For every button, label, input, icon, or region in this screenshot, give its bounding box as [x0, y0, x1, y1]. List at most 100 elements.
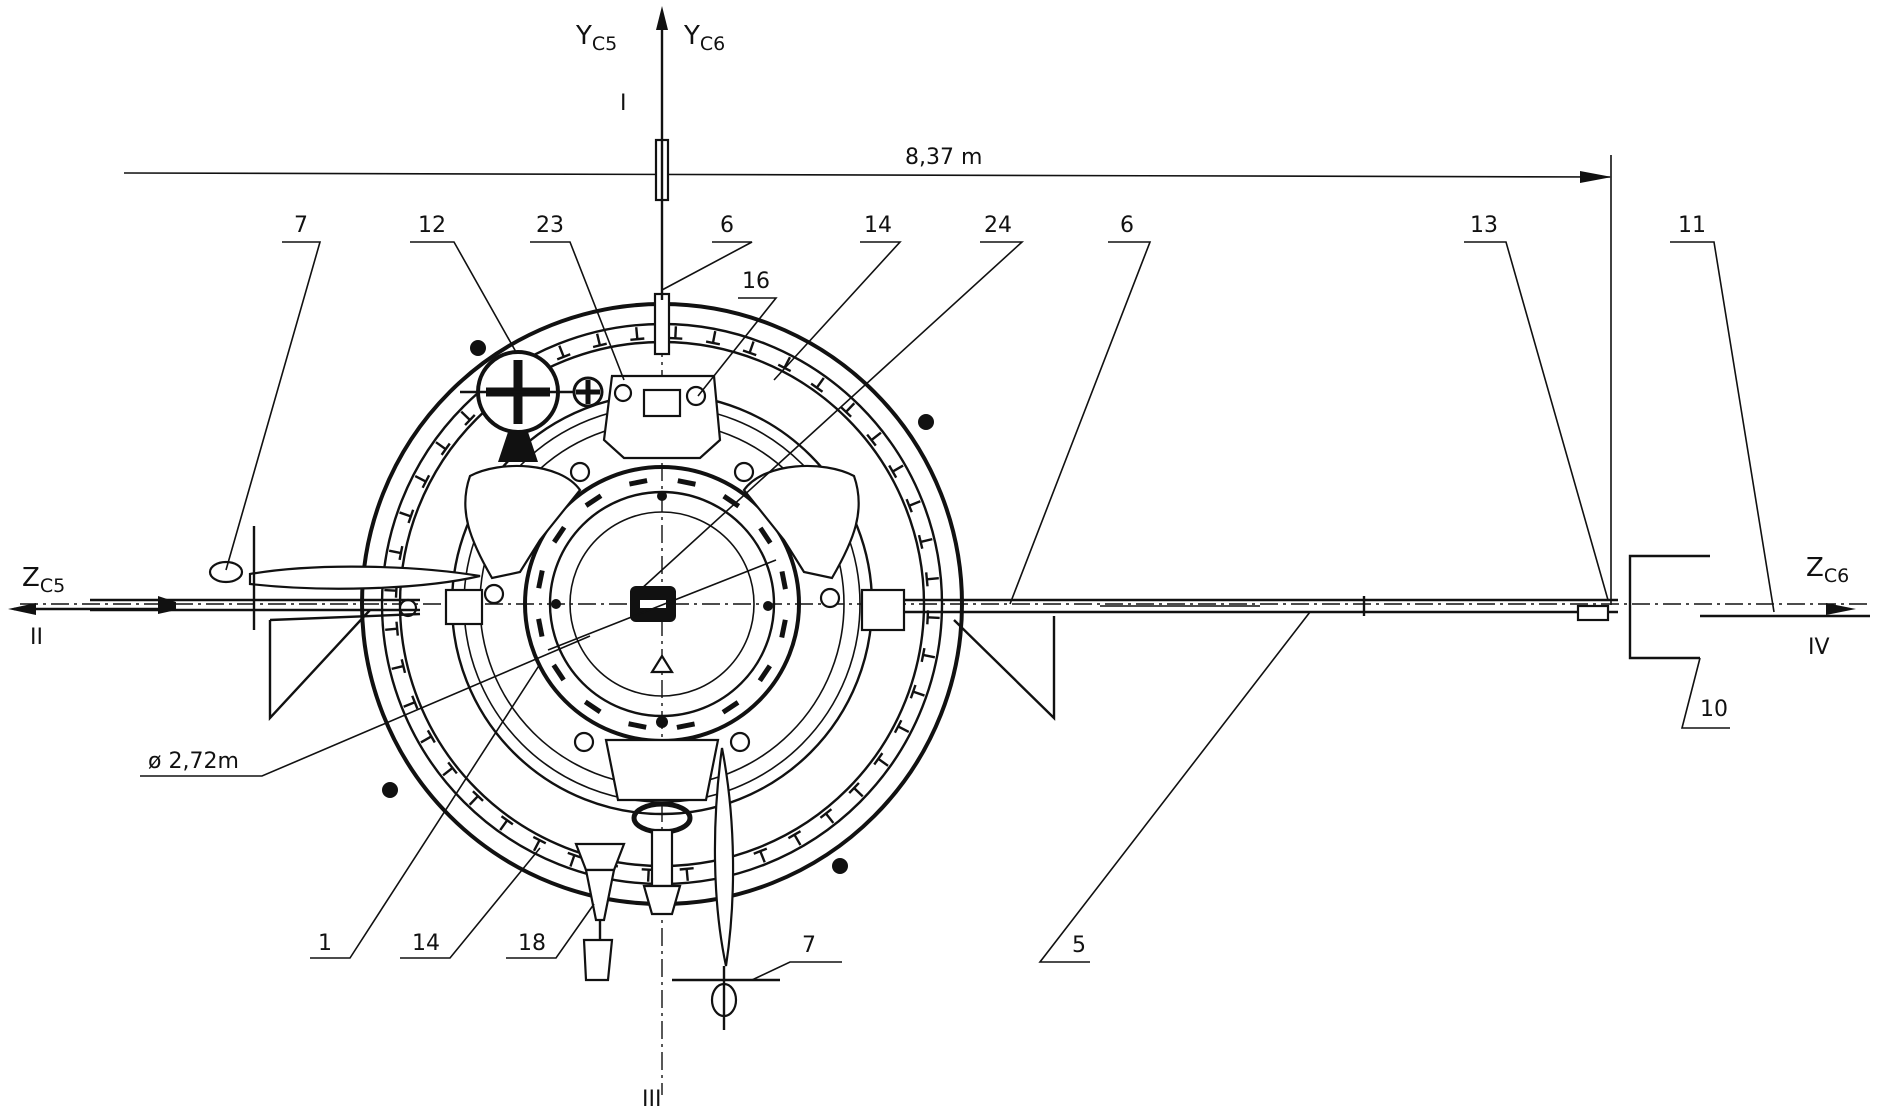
axis-z-c6-sub: C6 [1824, 565, 1849, 587]
top-mast-base [653, 292, 671, 356]
inner-ring-dash [536, 618, 545, 638]
ring-t-mark-bar [395, 621, 399, 636]
ring-t-mark [499, 819, 509, 831]
ring-t-mark [468, 795, 479, 806]
span-dimension: 8,37 m [123, 145, 1612, 605]
diameter-label: ø 2,72m [148, 749, 239, 774]
ring-t-mark-bar [426, 729, 436, 744]
ring-t-mark-bar [753, 847, 768, 855]
z-c6-arrowhead [1826, 603, 1856, 615]
ring-t-mark-bar [905, 498, 913, 513]
axis-y-c5-label: YC5 [575, 21, 617, 55]
ring-t-mark [853, 787, 864, 798]
ring-t-mark [815, 377, 825, 389]
callout-6-top: 6 [720, 213, 734, 238]
span-dimension-line [123, 172, 1611, 178]
ring-t-mark-bar [810, 382, 824, 393]
ring-t-mark [877, 757, 889, 767]
thruster-nozzle [582, 938, 614, 982]
ring-t-mark [922, 653, 936, 659]
axis-y-c5-main: Y [575, 21, 592, 51]
axis-z-c5-sub: C5 [40, 575, 65, 597]
leader-7-bottom [751, 961, 842, 981]
left-antenna-lens [248, 565, 481, 590]
span-dimension-label: 8,37 m [905, 145, 982, 170]
bottom-dock-stem [650, 828, 674, 888]
inner-ring-dash [677, 478, 696, 487]
callout-1: 1 [318, 931, 332, 956]
bolt-2 [733, 461, 755, 483]
ring-t-mark [460, 410, 471, 421]
leader-10 [1680, 657, 1730, 729]
plane-ii-label: II [30, 625, 43, 650]
leader-24 [639, 241, 1025, 591]
left-antenna-coil [208, 560, 244, 584]
inner-ring-dash [628, 478, 648, 487]
ring-t-mark [385, 627, 398, 631]
ring-t-mark [711, 330, 717, 344]
inner-ring-dash [779, 570, 788, 590]
tri-marker-bottom [650, 653, 674, 674]
ring-t-mark-bar [840, 406, 852, 418]
callout-23: 23 [536, 213, 564, 238]
callout-18: 18 [518, 931, 546, 956]
axis-z-c5-label: ZC5 [22, 563, 65, 597]
leader-12 [410, 241, 517, 353]
leader-14-bottom [400, 847, 541, 959]
leader-14-top [773, 241, 902, 381]
bottom-dock-nozzle [642, 884, 682, 916]
dot-top [657, 491, 667, 501]
ring-t-mark-bar [398, 545, 404, 561]
thruster-body [584, 868, 616, 922]
bottom-dock-module [604, 738, 720, 802]
leader-7-top [225, 241, 322, 571]
callout-7-bottom: 7 [802, 933, 816, 958]
spacecraft-body [360, 80, 964, 916]
central-hub-slot [640, 600, 666, 608]
ring-t-mark [824, 812, 835, 824]
ring-t-mark-bar [742, 349, 757, 357]
knob-upper-left [470, 340, 486, 356]
y-axis-arrowhead [656, 6, 668, 30]
ring-t-mark [569, 854, 576, 867]
inner-ring-dash [552, 525, 567, 544]
left-side-connector [444, 588, 484, 626]
ring-t-mark [927, 616, 940, 620]
leader-23 [530, 241, 625, 381]
ring-t-mark [532, 839, 541, 852]
inner-ring-dash [722, 494, 741, 509]
dot-right [763, 601, 773, 611]
ring-t-mark-bar [411, 695, 419, 710]
ring-t-mark-bar [893, 719, 903, 734]
ring-t-mark-bar [888, 464, 898, 479]
callout-7-top: 7 [294, 213, 308, 238]
inner-ring-dash [758, 526, 773, 545]
ring-t-mark [403, 701, 416, 708]
ring-t-mark [793, 834, 802, 846]
end-bracket [1628, 554, 1710, 660]
inner-ring-dash [536, 570, 545, 589]
ring-t-mark-bar [848, 782, 860, 794]
ring-t-mark-bar [400, 659, 407, 674]
z-c5-arrowhead [8, 603, 36, 615]
top-dock-hatch [642, 388, 682, 418]
ring-t-mark [783, 356, 792, 369]
ring-t-mark [595, 333, 602, 346]
inner-ring-dash [721, 700, 740, 715]
ring-t-mark [759, 850, 766, 863]
knob-lower-right [832, 858, 848, 874]
left-support-strut [268, 609, 371, 722]
inner-ring-3 [569, 511, 755, 697]
axis-y-c6-main: Y [683, 21, 700, 51]
ring-t-mark [870, 431, 882, 442]
left-boom-tip [158, 596, 176, 614]
inner-ring-dash [676, 721, 696, 730]
ring-t-mark-bar [592, 342, 607, 349]
bolt-5 [573, 731, 595, 753]
ring-t-mark-bar [440, 442, 451, 456]
ring-t-mark-bar [421, 474, 431, 489]
ring-t-mark-bar [920, 647, 926, 663]
leader-18 [506, 903, 595, 959]
leader-diameter [140, 635, 591, 777]
axis-z-c6-main: Z [1806, 553, 1824, 583]
